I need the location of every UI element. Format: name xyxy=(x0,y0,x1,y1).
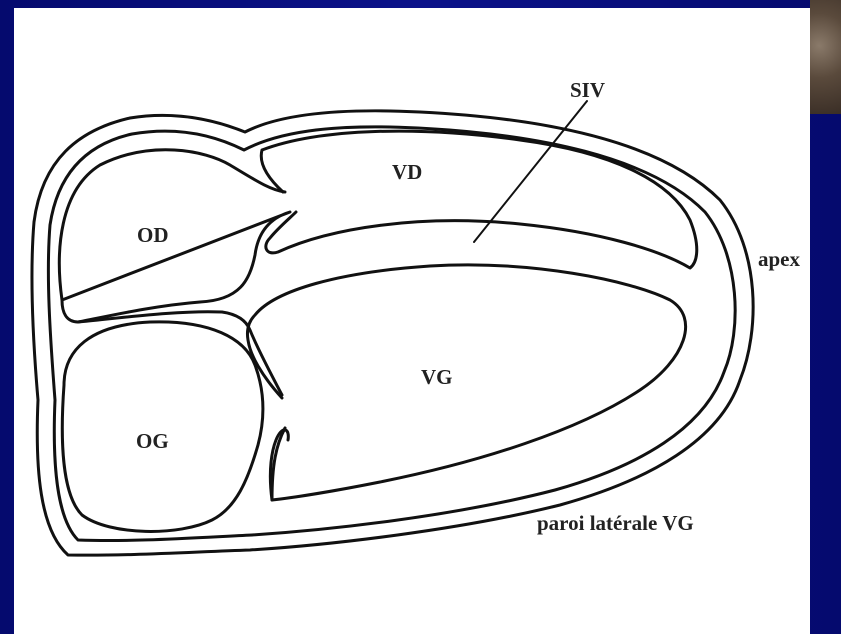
outer-wall-inner xyxy=(46,125,737,543)
vd-chamber xyxy=(259,129,699,270)
label-vd: VD xyxy=(392,160,422,184)
label-vg: VG xyxy=(421,365,453,389)
label-od: OD xyxy=(137,223,169,247)
label-apex: apex xyxy=(758,247,801,271)
vg-chamber xyxy=(246,263,688,502)
og-chamber xyxy=(60,320,265,533)
og-lateral-wall xyxy=(270,426,287,502)
label-paroi: paroi latérale VG xyxy=(537,511,694,535)
od-chamber xyxy=(57,148,292,324)
label-siv: SIV xyxy=(570,78,605,102)
label-og: OG xyxy=(136,429,169,453)
siv-pointer-line xyxy=(473,100,588,243)
av-junction xyxy=(76,310,284,397)
photo-thumbnail xyxy=(810,0,841,114)
outer-wall xyxy=(30,109,755,557)
